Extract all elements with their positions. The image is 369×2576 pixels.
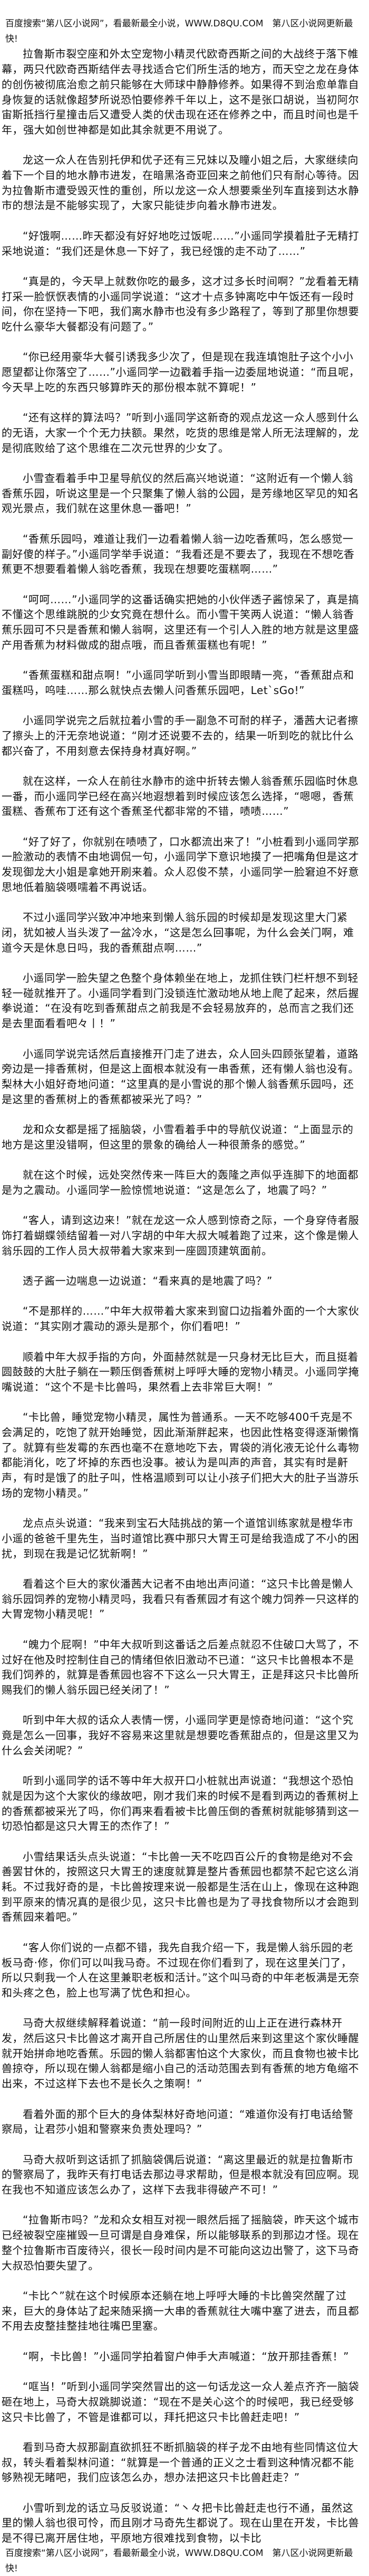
story-paragraph: 就在这样，一众人在前往水静市的途中折转去懒人翁香蕉乐园临时休息一番，而小遥同学已… (2, 774, 359, 818)
story-paragraph: 小雪结果话头点头说道：“卡比兽一天不吃四百公斤的食物是绝对不会善罢甘休的，按照这… (2, 1850, 360, 1924)
story-paragraph: 小遥同学说完之后就拉着小雪的手一副急不可耐的样子，潘茜大记者擦了擦头上的汗无奈地… (2, 714, 359, 757)
story-paragraph: “不是那样的……”中年大叔带着大家来到窗口边指着外面的一个大家伙说道：“其实刚才… (2, 1305, 360, 1333)
story-paragraph: 不过小遥同学兴致冲冲地来到懒人翁乐园的时候却是发现这里大门紧闭，犹如被人当头泼了… (2, 911, 354, 954)
story-paragraph: 听到中年大叔的话众人表情一愣，小遥同学更是惊奇地问道：“这个究竟是怎么一回事，我… (2, 1714, 360, 1757)
story-paragraph: 就在这个时候，远处突然传来一阵巨大的轰隆之声似乎连脚下的地面都是为之震动。小遥同… (2, 1168, 359, 1196)
story-paragraph: 看着外面的那个巨大的身体梨林好奇地问道：“难道你没有打电话给警察局，让君莎小姐和… (2, 2107, 354, 2136)
story-paragraph: 马奇大叔继续解释着说道：“前一段时间附近的山上正在进行森林开发，然后这只卡比兽这… (2, 2017, 360, 2090)
story-paragraph: 看着这个巨大的家伙潘茜大记者不由地出声问道：“这只卡比兽是懒人翁乐园饲养的宠物小… (2, 1577, 360, 1621)
story-paragraph: “你已经用豪华大餐引诱我多少次了，但是现在我连填饱肚子这个小小愿望都让你落空了…… (2, 350, 360, 394)
story-paragraph: 小遥同学一脸失望之色整个身体赖坐在地上，龙抓住铁门栏杆想不到轻轻一碰就推开了。小… (2, 972, 360, 1030)
story-paragraph: “客人你们说的一点都不错，我先自我介绍一下，我是懒人翁乐园的老板马奇·修，你们可… (2, 1941, 360, 1999)
story-paragraph: 小雪查看着手中卫星导航仪的然后高兴地说道：“这附近有一个懒人翁香蕉乐园，听说这里… (2, 472, 360, 515)
story-paragraph: 看到马奇大叔那副直欲抓狂不断抓脑袋的样子龙不由地有些同情这位大叔，转头看着梨林问… (2, 2440, 359, 2484)
story-paragraph: 顺着中年大叔手指的方向，外面赫然就是一只身材无比巨大，而且挺着圆鼓鼓的大肚子躺在… (2, 1350, 360, 1393)
story-paragraph: 听到小遥同学的话不等中年大叔开口小桩就出声说道：“我想这个恐怕就是因为这个大家伙… (2, 1774, 360, 1833)
story-paragraph: “呵呵……”小遥同学的这番话确实把她的小伙伴透子酱惊呆了，真是搞不懂这个思维跳脱… (2, 593, 360, 651)
story-paragraph: 拉鲁斯市裂空座和外太空宠物小精灵代欧奇西斯之间的大战终于落下帷幕，两只代欧奇西斯… (2, 47, 360, 136)
story-paragraph: “好饿啊……昨天都没有好好地吃过饭呢……”小遥同学摸着肚子无精打采地说道：“我们… (2, 229, 360, 258)
story-paragraph: 透子酱一边喘息一边说道：“看来真的是地震了吗？” (23, 1275, 273, 1288)
story-paragraph: “卡比兽，睡觉宠物小精灵，属性为普通系。一天不吃够400千克是不会满足的，吃饱了… (2, 1411, 360, 1499)
story-paragraph: “客人，请到这边来！”就在龙这一众人感到惊奇之际，一个身穿侍者服饰打着蝴蝶领结留… (2, 1214, 360, 1257)
story-paragraph: “真是的，今天早上就数你吃的最多，这才过多长时间啊？”龙看着无精打采一脸恹恹表情… (2, 274, 360, 334)
story-paragraph: “卡比^”就在这个时候原本还躺在地上呼呼大睡的卡比兽突然醒了过来，巨大的身体站了… (2, 2289, 360, 2333)
story-paragraph: 龙这一众人在告别托伊和优子还有三兄妹以及瞳小姐之后，大家继续向着下一个目的地水静… (2, 154, 360, 212)
story-paragraph: “香蕉乐园吗，难道让我们一边看着懒人翁一边吃香蕉吗，怎么感觉一副好傻的样子。”小… (2, 532, 355, 576)
story-paragraph: 龙和众女都是摇了摇脑袋，小雪看着手中的导航仪说道：“上面显示的地方是这里没错啊，… (2, 1123, 354, 1151)
story-paragraph: 小遥同学说完话然后直接推开门走了进去，众人回头四顾张望着，道路旁边是一排香蕉树，… (2, 1047, 360, 1106)
story-paragraph: “还有这样的算法吗？”听到小遥同学这新奇的观点龙这一众人感到什么的无语，大家一个… (2, 411, 360, 454)
story-paragraph: “魄力个屁啊！”中年大叔听到这番话之后差点就忍不住破口大骂了，不过好在他及时控制… (2, 1638, 360, 1696)
chapter-body: 拉鲁斯市裂空座和外太空宠物小精灵代欧奇西斯之间的大战终于落下帷幕，两只代欧奇西斯… (2, 46, 362, 2545)
story-paragraph: 龙点点头说道：“我来到宝石大陆挑战的第一个道馆训练家就是橙华市小遥的爸爸千里先生… (2, 1517, 360, 1560)
story-paragraph: “好了好了，你就别在啧啧了，口水都流出来了！”小桩看到小遥同学那一脸激动的表情不… (2, 835, 360, 893)
story-paragraph: 马奇大叔听到这话抓了抓脑袋偶后说道：“离这里最近的就是拉鲁斯市的警察局了，我昨天… (2, 2153, 360, 2197)
story-paragraph: “香蕉蛋糕和甜点啊！”小遥同学听到小雪当即眼睛一亮，“香蕉甜点和蛋糕吗，呜哇……… (2, 669, 354, 697)
site-banner-bottom: 百度搜索“第八区小说网”，看最新最全小说，WWW.D8QU.COM 第八区小说网… (5, 2548, 353, 2574)
story-paragraph: “拉鲁斯市吗？”龙和众女相互对视一眼然后摇了摇脑袋，昨天这个城市已经被裂空座摧毁… (2, 2213, 360, 2272)
story-paragraph: “哐当！”听到小遥同学突然冒出的这一句话龙这一众人差点齐齐一脑袋砸在地上，马奇大… (2, 2380, 360, 2423)
story-paragraph: “啊，卡比兽！”小遥同学拍着窗户伸手大声喊道：“放开那挂香蕉！” (23, 2350, 349, 2363)
site-banner-top: 百度搜索“第八区小说网”，看最新最全小说，WWW.D8QU.COM 第八区小说网… (5, 18, 353, 44)
story-paragraph: 小雪听到龙的话立马反驳说道：“丶々把卡比兽赶走也行不通，虽然这里的懒人翁也很可怜… (2, 2501, 360, 2545)
